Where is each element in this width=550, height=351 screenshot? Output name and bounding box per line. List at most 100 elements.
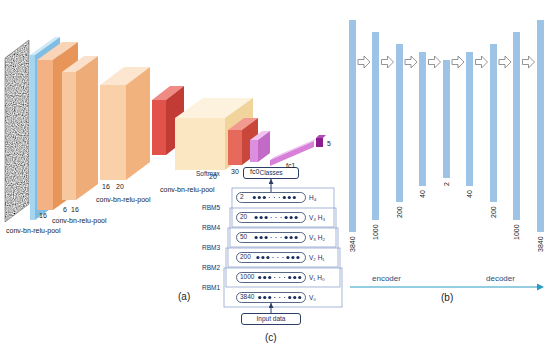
node-text: Input data xyxy=(257,316,286,323)
unit-dot xyxy=(268,296,271,299)
unit-dot xyxy=(274,277,275,278)
unit-dot xyxy=(272,257,273,258)
feature-block xyxy=(76,56,98,200)
channel-count: 30 xyxy=(231,168,239,176)
unit-dot xyxy=(279,197,280,198)
flow-arrow xyxy=(499,56,511,68)
panel-letter: (c) xyxy=(265,332,277,343)
layer-size: 200 xyxy=(396,206,404,218)
layer-oval-outline xyxy=(237,273,306,283)
unit-dot xyxy=(255,236,258,239)
unit-dot xyxy=(256,256,259,259)
rbm-frame xyxy=(224,268,342,307)
unit-dot xyxy=(276,217,277,218)
layer-bar xyxy=(396,44,403,202)
layer-size: 1000 xyxy=(372,224,380,240)
layer-size: 2 xyxy=(443,182,451,186)
pool-block xyxy=(228,118,258,165)
unit-dot xyxy=(279,277,280,278)
input-noise-image xyxy=(5,40,29,222)
unit-dot xyxy=(290,216,293,219)
fc-bar xyxy=(270,135,326,166)
feature-block xyxy=(37,60,53,210)
layer-bar xyxy=(443,60,450,178)
axis-label: encoder xyxy=(372,275,401,284)
unit-dot xyxy=(263,296,266,299)
layer-oval-outline xyxy=(237,253,306,263)
axis-label: decoder xyxy=(486,275,515,284)
layer-bar xyxy=(349,20,544,232)
unit-dot xyxy=(288,196,291,199)
channel-count: 20 xyxy=(116,183,124,191)
rbm-frame xyxy=(224,188,342,307)
unit-dot xyxy=(258,196,261,199)
rbm-frame xyxy=(226,248,340,287)
unit-dot xyxy=(291,256,294,259)
channel-count: 16 xyxy=(71,206,79,214)
operation-label: conv-bn-relu-pool xyxy=(96,196,150,204)
layer-oval-outline xyxy=(237,233,306,243)
unit-dot xyxy=(279,297,280,298)
unit-dot xyxy=(277,257,278,258)
rbm-frame xyxy=(232,188,334,227)
rbm-label: RBM3 xyxy=(202,244,220,251)
fc-block xyxy=(250,131,270,162)
unit-dot xyxy=(281,237,282,238)
unit-dot xyxy=(271,237,272,238)
layer-oval: 1000 xyxy=(236,272,306,283)
unit-dot xyxy=(293,276,296,279)
layer-oval: 20 xyxy=(236,212,306,223)
rbm-label: RBM1 xyxy=(202,284,220,291)
channel-count: 16 xyxy=(102,183,110,191)
unit-dot xyxy=(293,196,296,199)
node-text: 20 xyxy=(240,214,247,221)
node-text: 2 xyxy=(240,194,244,201)
unit-dot xyxy=(296,256,299,259)
unit-dot xyxy=(258,296,261,299)
unit-dot xyxy=(263,196,266,199)
fc-block xyxy=(250,140,258,162)
node-text: Classes xyxy=(259,170,282,177)
panel-letter: (b) xyxy=(441,292,453,303)
flow-arrow xyxy=(358,56,535,68)
layer-bar xyxy=(466,52,473,186)
encoder-decoder-axis xyxy=(537,284,544,291)
layer-size: 3840 xyxy=(537,236,545,252)
layer-size: 200 xyxy=(490,206,498,218)
layer-name: Softmax xyxy=(196,170,220,177)
layer-bar xyxy=(372,32,379,220)
feature-block xyxy=(100,67,150,180)
unit-dot xyxy=(282,257,283,258)
unit-dot xyxy=(283,196,286,199)
layer-oval-outline xyxy=(237,293,306,303)
fc-bar xyxy=(316,138,323,147)
pool-block xyxy=(228,130,242,165)
unit-dot xyxy=(255,216,258,219)
layer-name: fc0 xyxy=(250,168,259,176)
feature-block xyxy=(126,67,150,180)
rbm-frame xyxy=(230,208,336,247)
rbm-label: RBM2 xyxy=(202,264,220,271)
unit-dot xyxy=(268,276,271,279)
unit-dot xyxy=(288,276,291,279)
unit-dot xyxy=(271,217,272,218)
connector-arrow xyxy=(271,303,272,313)
unit-dot xyxy=(269,197,270,198)
layer-bar xyxy=(513,32,520,220)
unit-dot xyxy=(285,236,288,239)
unit-dot xyxy=(260,216,263,219)
encoder-decoder-axis xyxy=(350,284,544,291)
flow-arrow xyxy=(429,56,441,68)
unit-dot xyxy=(298,276,301,279)
rbm-label: RBM5 xyxy=(202,204,220,211)
unit-dot xyxy=(258,276,261,279)
layer-oval: 2 xyxy=(236,192,306,203)
unit-dot xyxy=(266,256,269,259)
unit-dot xyxy=(284,297,285,298)
layer-bar xyxy=(490,44,497,202)
feature-block xyxy=(175,118,225,170)
operation-label: conv-bn-relu-pool xyxy=(52,217,106,225)
unit-label: H₄ xyxy=(309,194,316,201)
layer-oval-outline xyxy=(236,192,306,203)
